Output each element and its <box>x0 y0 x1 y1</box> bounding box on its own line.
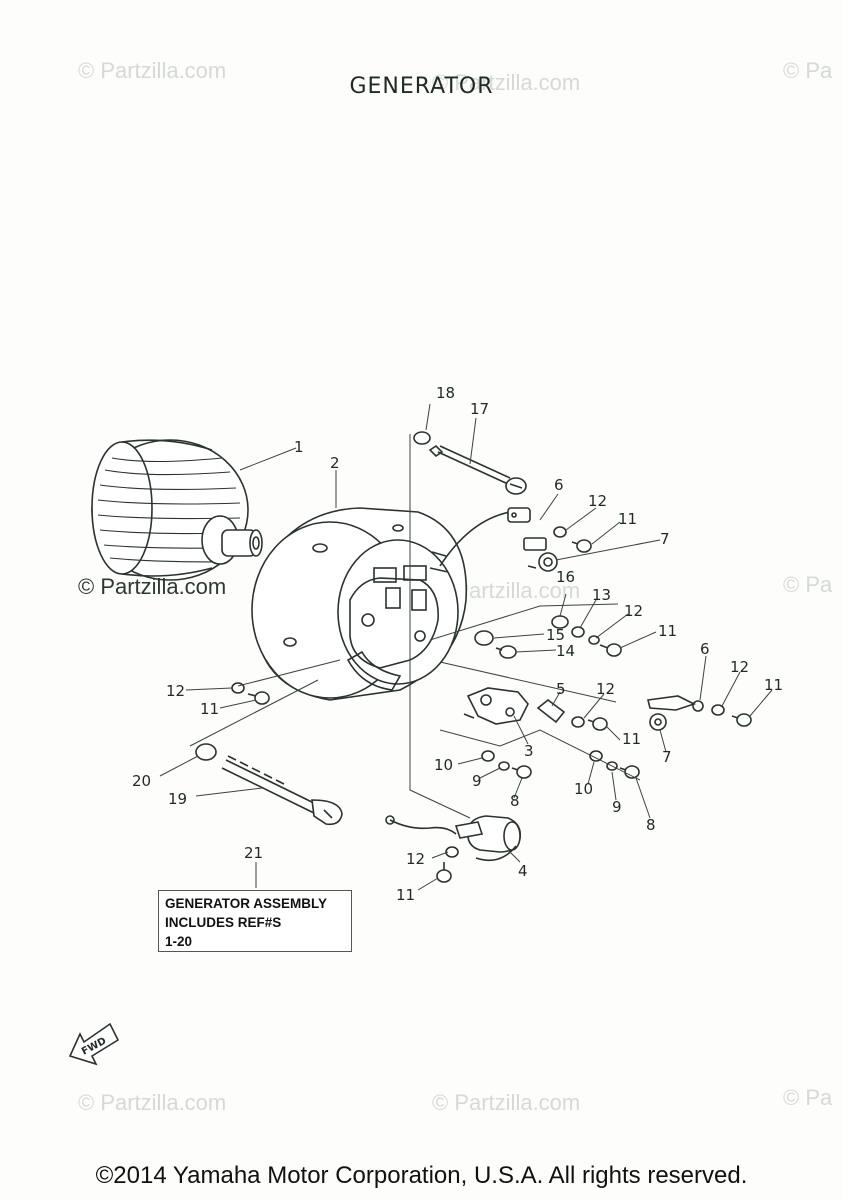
callout-7: 7 <box>662 748 672 766</box>
watermark: © Partzilla.com <box>78 58 227 83</box>
condenser <box>385 815 522 862</box>
long-bolt <box>221 755 343 826</box>
callout-12: 12 <box>588 492 607 510</box>
callout-12: 12 <box>406 850 425 868</box>
washer <box>195 743 217 761</box>
callout-18: 18 <box>436 384 455 402</box>
screw <box>599 643 622 657</box>
screw <box>511 765 532 779</box>
terminal <box>536 698 585 728</box>
callout-16: 16 <box>556 568 575 586</box>
watermark: © Partzilla.com <box>432 1090 581 1115</box>
callout-12: 12 <box>624 602 643 620</box>
callout-6: 6 <box>700 640 710 658</box>
washer <box>553 526 567 538</box>
callout-8: 8 <box>510 792 520 810</box>
diagram-title: GENERATOR <box>349 74 494 99</box>
callout-12: 12 <box>166 682 185 700</box>
callout-11: 11 <box>200 700 219 718</box>
callout-21: 21 <box>244 844 263 862</box>
watermark: © Partzilla.com <box>432 70 581 95</box>
callout-4: 4 <box>518 862 528 880</box>
callout-2: 2 <box>330 454 340 472</box>
callout-9: 9 <box>472 772 482 790</box>
callout-10: 10 <box>434 756 453 774</box>
assembly-note: GENERATOR ASSEMBLY INCLUDES REF#S 1-20 <box>158 890 352 952</box>
copyright-footer: ©2014 Yamaha Motor Corporation, U.S.A. A… <box>95 1162 748 1189</box>
callout-13: 13 <box>592 586 611 604</box>
callout-12: 12 <box>596 680 615 698</box>
callout-3: 3 <box>524 742 534 760</box>
callout-14: 14 <box>556 642 575 660</box>
watermark: © Partzilla.com <box>78 1090 227 1115</box>
callout-6: 6 <box>554 476 564 494</box>
watermark: © Partzilla.com <box>78 574 227 599</box>
callout-11: 11 <box>764 676 783 694</box>
callout-11: 11 <box>622 730 641 748</box>
callout-1: 1 <box>294 438 304 456</box>
generator-yoke-housing <box>251 507 468 701</box>
watermark: © Pa <box>783 572 833 597</box>
callout-17: 17 <box>470 400 489 418</box>
through-bolt <box>428 444 527 495</box>
washer <box>413 431 431 445</box>
screw <box>731 713 752 727</box>
screw <box>495 645 517 659</box>
screw <box>436 862 452 883</box>
callout-10: 10 <box>574 780 593 798</box>
callout-9: 9 <box>612 798 622 816</box>
callout-11: 11 <box>658 622 677 640</box>
callout-11: 11 <box>618 510 637 528</box>
brush-holder-lower <box>647 695 704 731</box>
callout-15: 15 <box>546 626 565 644</box>
brush-holder-upper <box>439 507 558 572</box>
screw <box>619 765 640 779</box>
screw <box>571 539 592 553</box>
callout-8: 8 <box>646 816 656 834</box>
callout-11: 11 <box>396 886 415 904</box>
note-line: GENERATOR ASSEMBLY <box>165 896 328 911</box>
callout-19: 19 <box>168 790 187 808</box>
watermark: © Pa <box>783 58 833 83</box>
callout-7: 7 <box>660 530 670 548</box>
screw <box>247 691 270 705</box>
note-line: INCLUDES REF#S <box>165 915 282 930</box>
callout-20: 20 <box>132 772 151 790</box>
note-line: 1-20 <box>165 934 193 949</box>
callout-12: 12 <box>730 658 749 676</box>
regulator-bracket <box>463 687 529 725</box>
watermark: © Pa <box>783 1085 833 1110</box>
rotor-armature <box>91 439 263 581</box>
callout-5: 5 <box>556 680 566 698</box>
forward-arrow-icon <box>68 1022 120 1066</box>
screw <box>587 717 608 731</box>
